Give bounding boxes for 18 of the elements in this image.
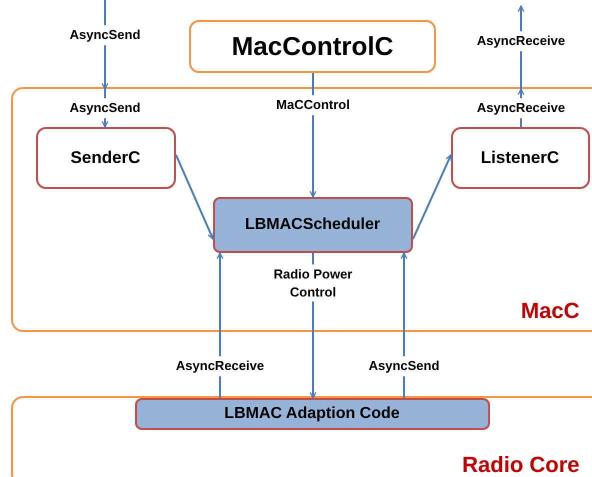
module-container (10, 86, 592, 332)
component-box: MacControlC (189, 20, 436, 73)
edge-label: AsyncSend (68, 98, 142, 118)
scheduler-box: LBMACScheduler (212, 196, 412, 252)
component-box: SenderC (36, 126, 176, 188)
arrow (412, 154, 452, 240)
adaption-box: LBMAC Adaption Code (134, 398, 490, 430)
edge-label: AsyncSend (366, 356, 442, 376)
arrow (175, 154, 214, 240)
edge-label: AsyncReceive (474, 31, 568, 51)
module-container (10, 396, 592, 477)
edge-label: AsyncSend (68, 25, 142, 45)
module-title: Radio Core (462, 452, 580, 477)
edge-label: AsyncReceive (174, 356, 266, 376)
component-box: ListenerC (450, 126, 590, 188)
module-title: MacC (520, 298, 580, 324)
edge-label: AsyncReceive (474, 98, 568, 118)
edge-label: MaCControl (274, 95, 352, 115)
